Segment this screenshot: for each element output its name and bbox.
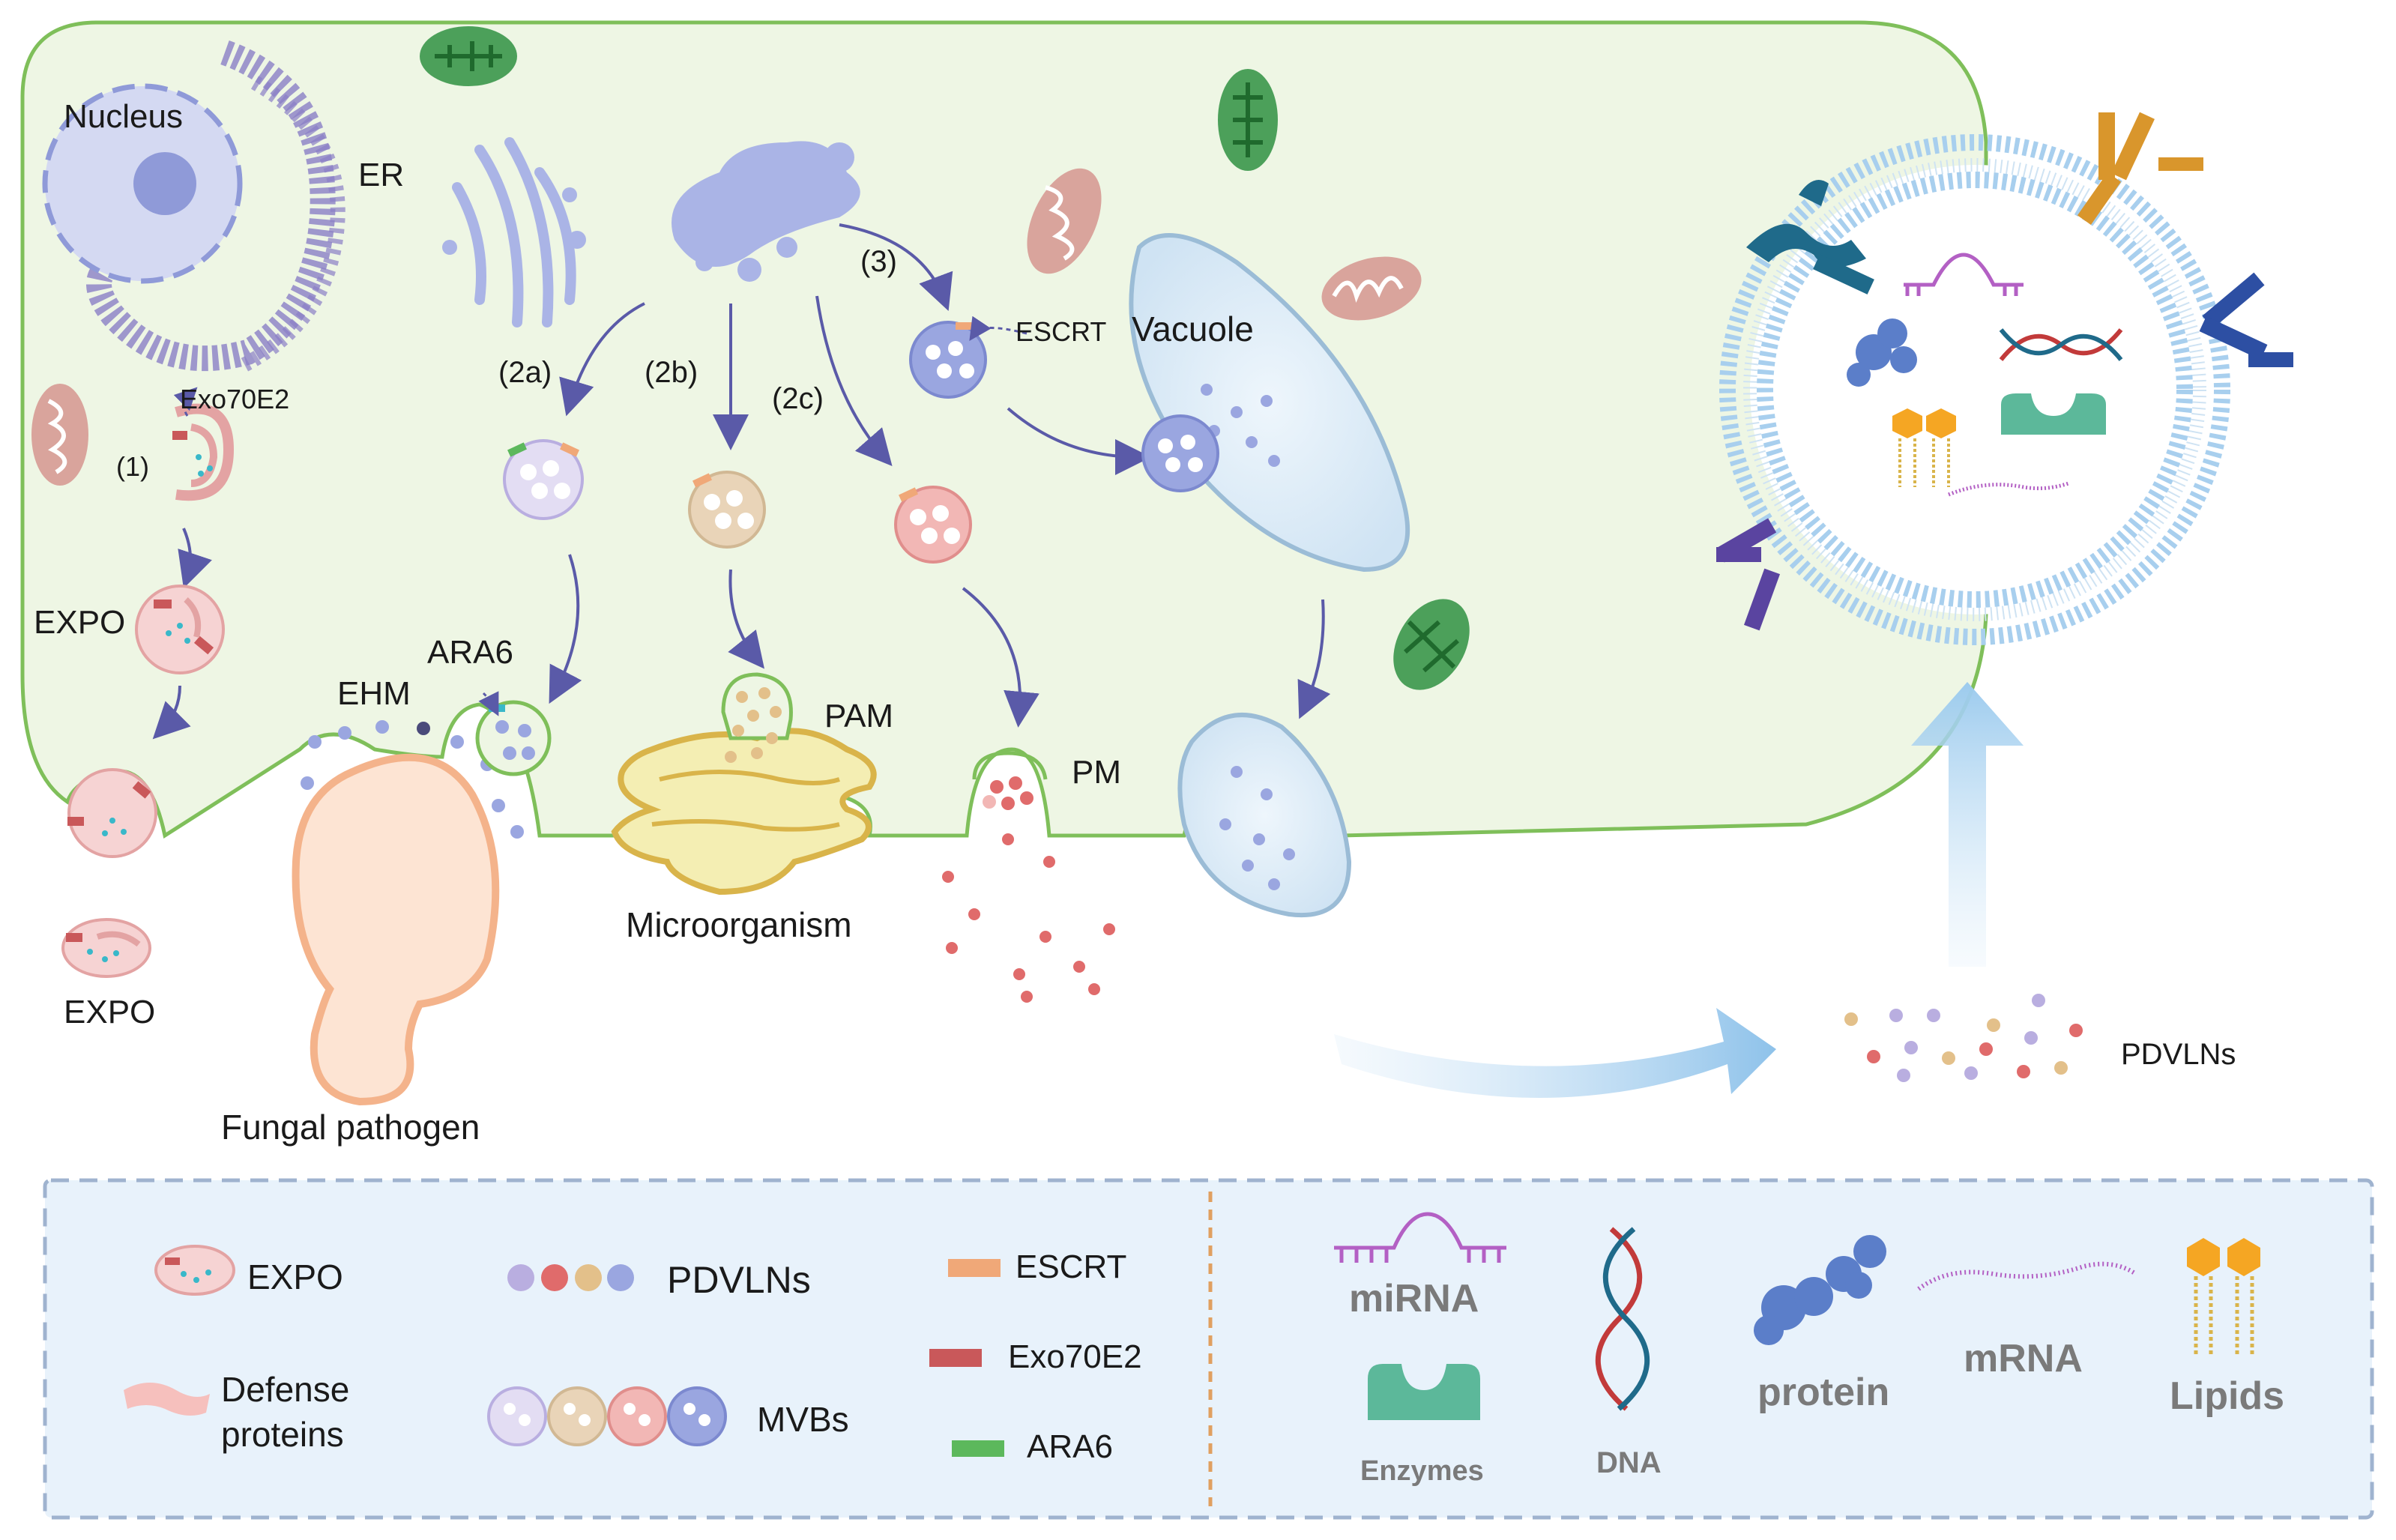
mvb-2a [503, 439, 584, 520]
legend-pdvlns-icon [507, 1264, 634, 1291]
mitochondrion-1 [1027, 168, 1102, 274]
step-2b-label: (2b) [645, 356, 698, 389]
receptor-blue-right [2199, 272, 2293, 367]
receptor-orange [2077, 112, 2203, 225]
vacuole: Vacuole [1129, 233, 1410, 719]
vesicle-detail [1715, 112, 2293, 645]
legend-defense-line2: proteins [221, 1415, 344, 1454]
legend-enzymes-icon [1368, 1364, 1480, 1420]
vertical-big-arrow [1911, 682, 2024, 967]
chloroplast-3 [1393, 599, 1470, 690]
legend-protein-label: protein [1757, 1371, 1889, 1414]
legend-escrt-swatch [948, 1259, 1001, 1277]
release-arrows [1334, 682, 2024, 1098]
chloroplast-2 [1218, 69, 1278, 171]
step-1-label: (1) [116, 451, 149, 482]
step-2c-label: (2c) [772, 382, 824, 415]
receptor-teal [1746, 180, 1874, 295]
expo-inside [135, 585, 225, 674]
legend-lipids-label: Lipids [2170, 1374, 2284, 1418]
mitochondrion-3 [31, 384, 88, 486]
legend-expo-icon [154, 1245, 235, 1296]
expo-released [61, 918, 151, 978]
legend-enzymes-label: Enzymes [1360, 1455, 1484, 1487]
legend-mirna-label: miRNA [1349, 1277, 1479, 1320]
vacuole-label: Vacuole [1132, 309, 1254, 348]
mvb-fusing-vacuole [1141, 414, 1219, 492]
escrt-cell-label: ESCRT [1016, 316, 1106, 347]
expo-pathway: Exo70E2 (1) EXPO EXPO [34, 384, 289, 1030]
legend-expo-label: EXPO [247, 1257, 343, 1296]
microorganism [611, 728, 877, 896]
legend-defense-icon [124, 1383, 210, 1416]
pm-secretion: PM [942, 751, 1121, 1003]
vesicle-lipids-icon [1892, 408, 1956, 487]
legend-lipids-icon [2187, 1238, 2260, 1356]
vesicle-enzyme-icon [2001, 393, 2106, 435]
vacuole-fusion [1177, 713, 1352, 918]
ehm-label: EHM [337, 675, 411, 712]
expo-inside-label: EXPO [34, 604, 125, 641]
legend: EXPO Defense proteins PDVLNs MVBs ESCRT … [43, 1178, 2374, 1520]
legend-escrt-label: ESCRT [1016, 1248, 1126, 1285]
legend-ara6-swatch [952, 1440, 1004, 1457]
legend-exo70e2-swatch [929, 1349, 982, 1367]
nucleus-er-group: Nucleus ER [42, 40, 404, 374]
expo-fusing [67, 768, 157, 858]
legend-defense-line1: Defense [221, 1370, 349, 1409]
nucleus-label: Nucleus [64, 98, 183, 135]
legend-protein-icon [1754, 1235, 1886, 1345]
pathway-2c: (2c) [772, 295, 1039, 728]
legend-mvbs-icon [487, 1386, 727, 1446]
step-2a-label: (2a) [498, 356, 552, 389]
horizontal-big-arrow [1334, 1008, 1776, 1098]
fungal-pathogen-label: Fungal pathogen [221, 1108, 480, 1147]
released-pdvlns: PDVLNs [1844, 994, 2236, 1082]
fungal-pathogen-ehm: ARA6 EHM Fungal pathogen [221, 634, 552, 1147]
mitochondrion-2 [1321, 256, 1422, 321]
er-label: ER [358, 157, 404, 193]
pathway-2b: (2b) [645, 304, 766, 669]
golgi-apparatus [442, 137, 586, 327]
vesicle-dna-icon [1999, 328, 2123, 361]
fungal-pathogen [292, 753, 500, 1106]
vesicle-mrna-icon [1948, 481, 2069, 497]
legend-mrna-icon [1917, 1261, 2137, 1291]
expo-outside-label: EXPO [64, 994, 155, 1030]
legend-mvbs-label: MVBs [757, 1400, 849, 1439]
chloroplast-1 [420, 26, 517, 86]
pam-microorganism: PAM Microorganism [611, 672, 893, 944]
pam-label: PAM [824, 698, 893, 734]
plant-cell [20, 20, 1988, 839]
vesicle-protein-icon [1847, 318, 1917, 387]
mvb-fusing-ehm [475, 700, 552, 776]
trans-golgi-network [672, 141, 860, 282]
legend-exo70e2-label: Exo70E2 [1008, 1338, 1142, 1375]
legend-dna-label: DNA [1596, 1446, 1662, 1479]
receptor-purple-left [1715, 518, 1781, 631]
legend-mirna-icon [1334, 1212, 1506, 1263]
legend-dna-icon [1595, 1227, 1650, 1411]
mvb-3 [909, 321, 987, 399]
pm-label: PM [1072, 754, 1121, 791]
step-3-label: (3) [860, 245, 897, 278]
microorganism-label: Microorganism [626, 905, 852, 944]
pathway-2a: (2a) [498, 302, 645, 704]
pdvlns-release-label: PDVLNs [2121, 1038, 2236, 1071]
ara6-cell-label: ARA6 [427, 634, 513, 671]
exo70e2-label: Exo70E2 [180, 384, 289, 414]
legend-mrna-label: mRNA [1964, 1337, 2083, 1380]
cell-membrane [20, 20, 1988, 839]
vesicle-mirna-icon [1904, 253, 2024, 296]
legend-pdvlns-label: PDVLNs [667, 1259, 811, 1301]
nucleolus [133, 152, 196, 215]
legend-ara6-label: ARA6 [1027, 1428, 1113, 1465]
pathway-3: (3) ESCRT [839, 223, 1151, 475]
